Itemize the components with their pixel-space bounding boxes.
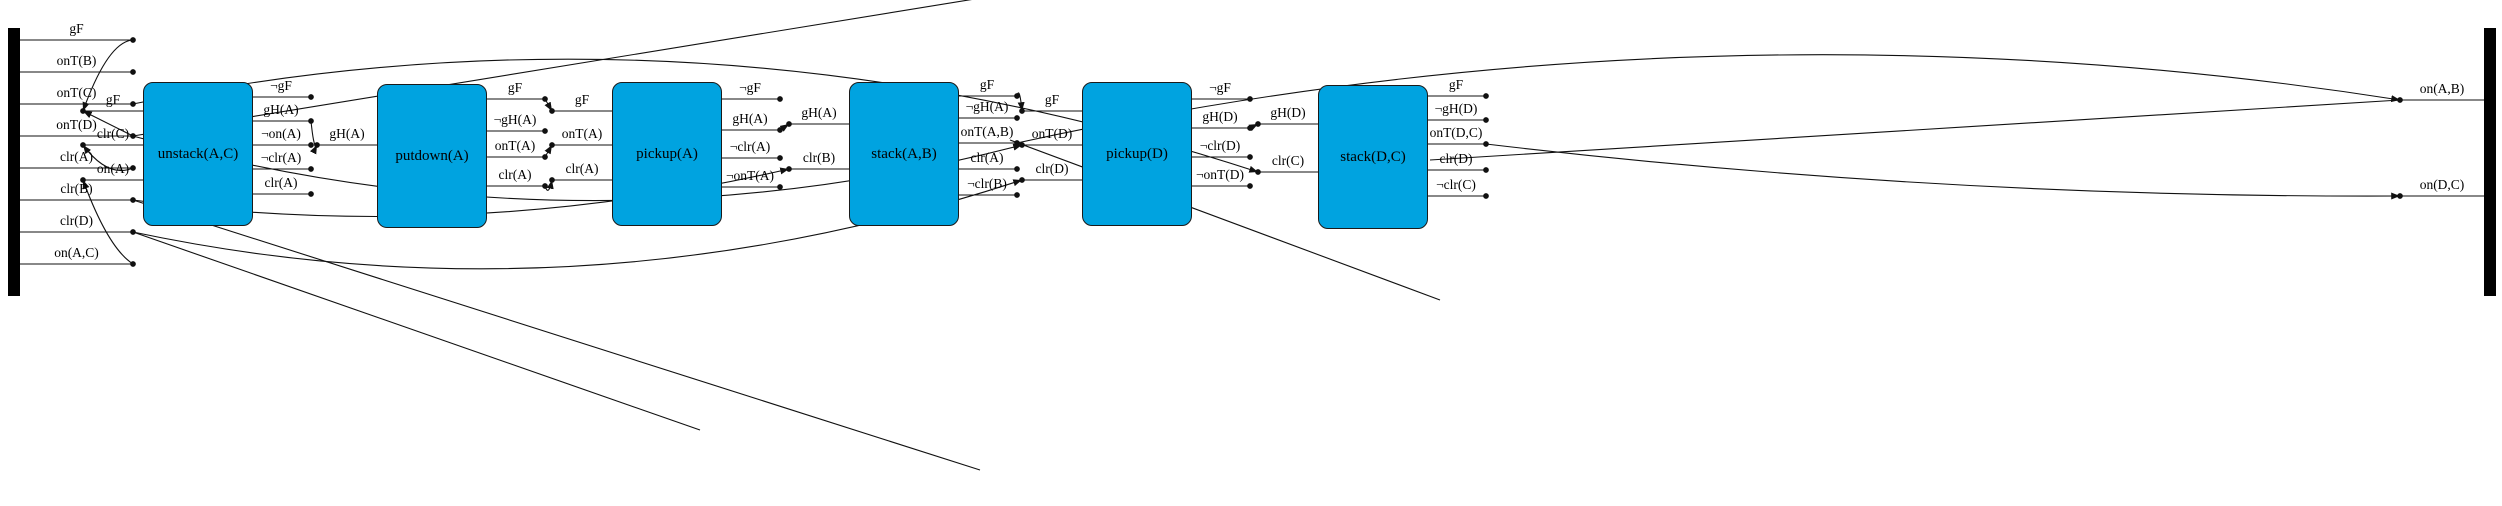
effect-stack_ab-gF: gF [979, 77, 995, 92]
action-node-label: putdown(A) [395, 147, 469, 164]
action-node-label: stack(A,B) [871, 145, 937, 162]
precondition-unstack-gF: gF [105, 92, 121, 107]
effect-stack_ab-¬gH(A): ¬gH(A) [965, 99, 1009, 114]
precondition-pickup_a-clr(A): clr(A) [565, 161, 599, 176]
effect-stack_ab-onT(A,B): onT(A,B) [960, 124, 1014, 139]
action-node-label: pickup(D) [1106, 145, 1168, 162]
precondition-unstack-clr(C): clr(C) [96, 126, 130, 141]
precondition-unstack-on(A): on(A) [96, 161, 130, 176]
effect-stack_dc-onT(D,C): onT(D,C) [1429, 125, 1483, 140]
precondition-pickup_a-gF: gF [574, 92, 590, 107]
effect-unstack-¬clr(A): ¬clr(A) [260, 150, 302, 165]
goal-literal-on(D,C): on(D,C) [2419, 177, 2465, 192]
effect-putdown-clr(A): clr(A) [498, 167, 532, 182]
effect-putdown-gF: gF [507, 80, 523, 95]
effect-putdown-¬gH(A): ¬gH(A) [493, 112, 537, 127]
effect-pickup_d-gH(D): gH(D) [1202, 109, 1238, 124]
precondition-pickup_d-clr(D): clr(D) [1035, 161, 1069, 176]
precondition-stack_dc-gH(D): gH(D) [1270, 105, 1306, 120]
initial-state-bar [8, 28, 20, 296]
init-literal-clr(D): clr(D) [60, 213, 93, 228]
goal-literal-on(A,B): on(A,B) [2419, 81, 2465, 96]
action-node-pickup_d[interactable]: pickup(D) [1082, 82, 1192, 226]
action-node-stack_dc[interactable]: stack(D,C) [1318, 85, 1428, 229]
effect-unstack-¬gF: ¬gF [270, 78, 292, 93]
action-node-label: stack(D,C) [1340, 148, 1406, 165]
init-literal-gF: gF [69, 21, 84, 36]
precondition-stack_dc-clr(C): clr(C) [1271, 153, 1305, 168]
init-literal-clr(B): clr(B) [60, 181, 93, 196]
precondition-pickup_d-onT(D): onT(D) [1031, 126, 1073, 141]
effect-pickup_a-¬gF: ¬gF [739, 80, 761, 95]
effect-unstack-clr(A): clr(A) [264, 175, 298, 190]
action-node-label: unstack(A,C) [157, 145, 239, 162]
effect-unstack-gH(A): gH(A) [263, 102, 299, 117]
effect-unstack-¬on(A): ¬on(A) [261, 126, 301, 141]
effect-putdown-onT(A): onT(A) [494, 138, 536, 153]
precondition-pickup_a-onT(A): onT(A) [561, 126, 603, 141]
precondition-pickup_d-gF: gF [1044, 92, 1060, 107]
effect-pickup_a-gH(A): gH(A) [732, 111, 768, 126]
precondition-stack_ab-gH(A): gH(A) [801, 105, 837, 120]
init-literal-onT(B): onT(B) [56, 53, 97, 68]
precondition-stack_ab-clr(B): clr(B) [802, 150, 836, 165]
effect-pickup_a-¬clr(A): ¬clr(A) [729, 139, 771, 154]
effect-stack_dc-clr(D): clr(D) [1439, 151, 1473, 166]
action-node-putdown[interactable]: putdown(A) [377, 84, 487, 228]
effect-pickup_d-¬onT(D): ¬onT(D) [1195, 167, 1245, 182]
effect-stack_dc-¬clr(C): ¬clr(C) [1436, 177, 1476, 192]
action-node-unstack[interactable]: unstack(A,C) [143, 82, 253, 226]
action-node-pickup_a[interactable]: pickup(A) [612, 82, 722, 226]
init-literal-onT(D): onT(D) [56, 117, 97, 132]
action-node-stack_ab[interactable]: stack(A,B) [849, 82, 959, 226]
effect-pickup_d-¬clr(D): ¬clr(D) [1199, 138, 1241, 153]
goal-state-bar [2484, 28, 2496, 296]
effect-pickup_d-¬gF: ¬gF [1209, 80, 1231, 95]
effect-stack_ab-¬clr(B): ¬clr(B) [967, 176, 1007, 191]
init-literal-onT(C): onT(C) [56, 85, 97, 100]
precondition-putdown-gH(A): gH(A) [329, 126, 365, 141]
action-node-label: pickup(A) [636, 145, 698, 162]
init-literal-clr(A): clr(A) [60, 149, 93, 164]
effect-stack_dc-gF: gF [1448, 77, 1464, 92]
effect-stack_dc-¬gH(D): ¬gH(D) [1434, 101, 1478, 116]
init-literal-on(A,C): on(A,C) [54, 245, 99, 260]
effect-stack_ab-clr(A): clr(A) [970, 150, 1004, 165]
effect-pickup_a-¬onT(A): ¬onT(A) [725, 168, 775, 183]
